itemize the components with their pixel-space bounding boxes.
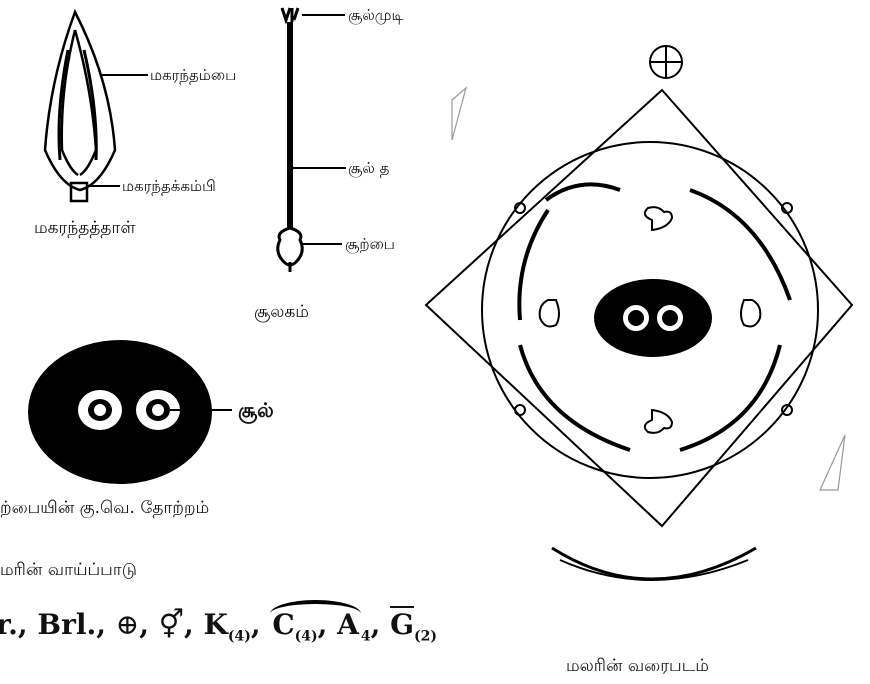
- filament-label: மகரந்தக்கம்பி: [122, 177, 216, 197]
- ovary-ts-drawing: [28, 340, 212, 484]
- androecium-count: 4: [361, 629, 371, 645]
- corolla-group: C(4), A: [270, 600, 361, 645]
- gynoecium-symbol: G: [390, 608, 414, 641]
- androecium-symbol: A: [337, 608, 359, 641]
- formula-bract: r., Brl.,: [0, 608, 106, 641]
- ovary-label: சூற்பை: [345, 235, 395, 255]
- bisexual-icon: ⚥: [159, 608, 184, 641]
- floral-diagram-caption: மலரின் வரைபடம்: [566, 656, 709, 678]
- formula-heading: மரின் வாய்ப்பாடு: [0, 560, 137, 582]
- gynoecium-count: (2): [414, 629, 437, 645]
- corolla-count: (4): [295, 629, 318, 645]
- calyx-count: (4): [228, 629, 251, 645]
- ovule-label: சூல்: [238, 398, 274, 425]
- ovary-ts-caption: ற்பையின் கு.வெ. தோற்றம்: [0, 498, 209, 520]
- actinomorphic-icon: ⊕: [116, 608, 139, 641]
- anther-label: மகரந்தம்பை: [150, 66, 236, 86]
- stamen-caption: மகரந்தத்தாள்: [34, 218, 136, 240]
- pistil-caption: சூலகம்: [254, 302, 309, 324]
- style-label: சூல் த: [348, 159, 389, 179]
- floral-diagram: [426, 46, 852, 580]
- calyx-symbol: K: [203, 608, 227, 641]
- pistil-drawing: [278, 8, 303, 272]
- stigma-label: சூல்முடி: [348, 6, 403, 26]
- stamen-drawing: [45, 12, 115, 201]
- corolla-symbol: C: [272, 608, 294, 641]
